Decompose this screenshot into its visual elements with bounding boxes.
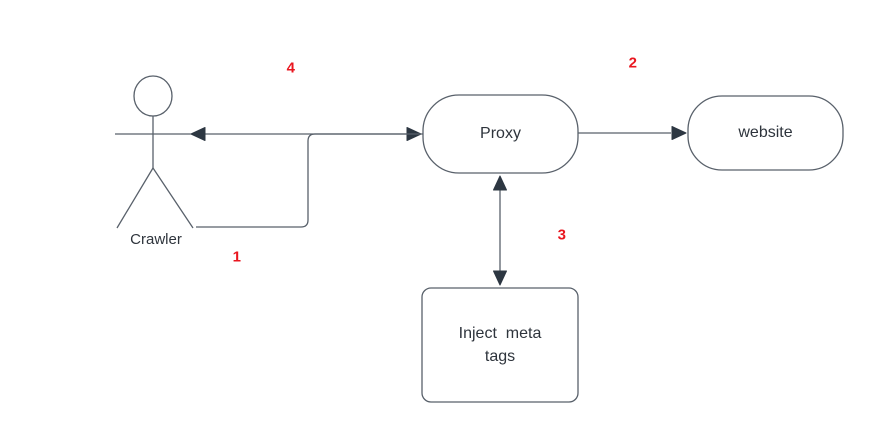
arrowhead-up-into-proxy: [493, 175, 507, 191]
crawler-actor-figure: [115, 75, 194, 229]
edge-proxy-to-crawler: [190, 127, 423, 141]
edge-crawler-to-proxy: [196, 127, 422, 228]
actor-head: [133, 75, 173, 117]
proxy-node-shape: [422, 94, 579, 174]
step-number-4: 4: [286, 59, 296, 77]
edge-proxy-inject-bidirectional: [493, 175, 507, 286]
edge-proxy-to-website: [578, 126, 687, 140]
step-number-3: 3: [557, 226, 567, 244]
website-node-shape: [687, 95, 844, 171]
arrowhead-into-website: [671, 126, 687, 140]
step-number-1: 1: [232, 248, 242, 266]
arrowhead-down-into-inject-box: [493, 270, 507, 286]
actor-legs: [116, 167, 194, 229]
inject-meta-tags-node-shape: [421, 287, 579, 403]
arrowhead-into-crawler: [190, 127, 206, 141]
step-number-2: 2: [628, 54, 638, 72]
